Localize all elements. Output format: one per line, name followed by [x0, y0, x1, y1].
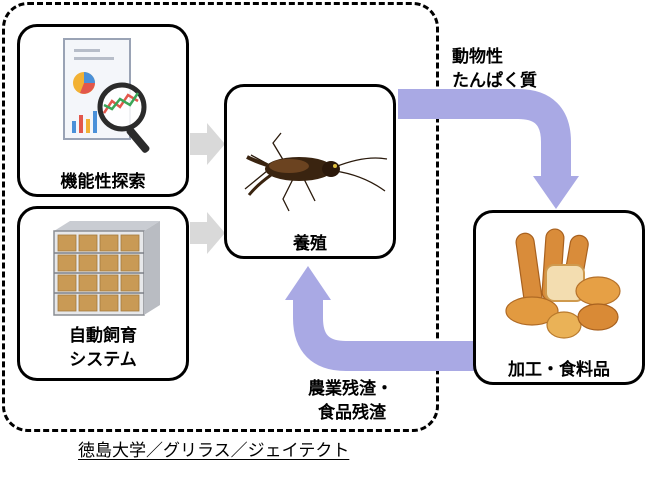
cricket-icon — [244, 132, 388, 212]
exploration-label: 機能性探索 — [60, 172, 146, 192]
gray-arrow-top — [190, 123, 225, 165]
automation-label-line2: システム — [69, 350, 137, 370]
breeding-label: 養殖 — [293, 234, 327, 254]
automation-label-line1: 自動飼育 — [69, 326, 137, 346]
protein-label-line1: 動物性 — [452, 47, 503, 67]
protein-arrow-head — [533, 176, 579, 209]
shelf-rack-icon — [53, 221, 160, 316]
exploration-box: 機能性探索 — [17, 24, 189, 197]
gray-arrow-bottom — [190, 212, 225, 254]
residue-arrow-body — [293, 298, 475, 371]
residue-arrow-head — [285, 266, 331, 300]
protein-arrow-body — [398, 89, 571, 178]
credit-caption: 徳島大学／グリラス／ジェイテクト — [78, 441, 350, 461]
breeding-box: 養殖 — [224, 84, 396, 259]
chart-magnifier-icon — [63, 38, 150, 153]
dashed-region — [2, 2, 439, 432]
residue-label-line2: 食品残渣 — [318, 403, 386, 423]
protein-label-line2: たんぱく質 — [452, 71, 537, 91]
residue-label-line1: 農業残渣・ — [308, 379, 393, 399]
automation-box: 自動飼育 システム — [17, 206, 189, 381]
processing-label: 加工・食料品 — [508, 360, 610, 380]
bread-icon — [505, 228, 621, 339]
processing-box: 加工・食料品 — [473, 210, 645, 385]
